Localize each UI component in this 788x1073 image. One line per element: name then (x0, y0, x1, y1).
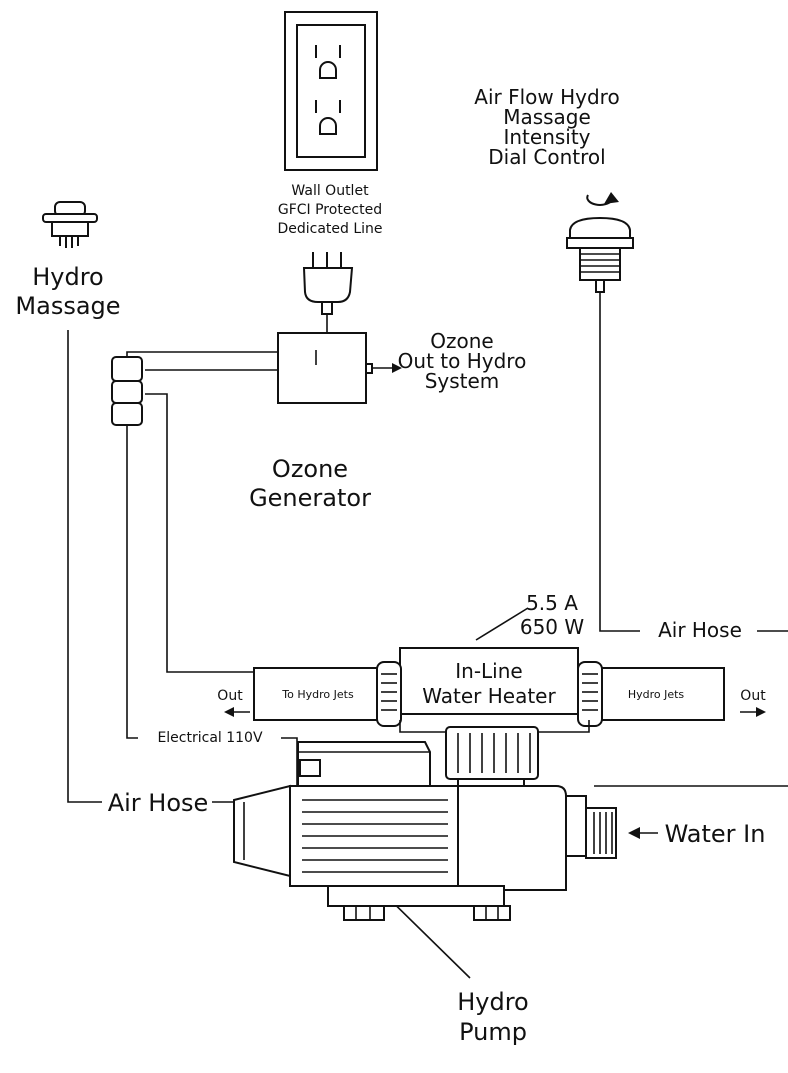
dial-control-label-line-2: Massage (503, 105, 591, 129)
hydro-massage-label-line-1: Hydro (32, 263, 104, 291)
electrical-label: Electrical 110V (157, 730, 263, 746)
clamp-right-icon (577, 661, 603, 727)
ozone-generator-icon (277, 332, 373, 404)
out-left-label: Out (217, 688, 243, 704)
dial-control-label-line-3: Intensity (503, 125, 590, 149)
dial-control-label-line-1: Air Flow Hydro (474, 85, 619, 109)
ozone-out-label: Ozone Out to Hydro System (398, 329, 527, 393)
heater-label-line-1: In-Line (455, 659, 522, 683)
wall-outlet-label-line-3: Dedicated Line (277, 221, 382, 237)
heater-rating-label: 5.5 A 650 W (520, 591, 585, 639)
wall-outlet-label-line-2: GFCI Protected (278, 202, 382, 218)
ozone-out-arrow-icon (372, 363, 402, 373)
plug-icon (302, 252, 354, 315)
heater-rating-label-line-2: 650 W (520, 615, 585, 639)
ozone-out-label-line-2: Out to Hydro (398, 349, 527, 373)
to-hydro-jets-label: To Hydro Jets (281, 688, 354, 701)
hydro-massage-label-line-2: Massage (15, 292, 120, 320)
wall-outlet-label: Wall Outlet GFCI Protected Dedicated Lin… (277, 183, 382, 237)
dial-control-label: Air Flow Hydro Massage Intensity Dial Co… (474, 85, 619, 169)
heater-label-line-2: Water Heater (422, 684, 556, 708)
ozone-generator-label: Ozone Generator (249, 455, 371, 512)
out-left-arrow-icon: Out (217, 688, 250, 717)
water-in-label: Water In (665, 820, 766, 848)
hydro-massage-label: Hydro Massage (15, 263, 120, 320)
hydro-pump-label-line-1: Hydro (457, 988, 529, 1016)
wall-outlet-label-line-1: Wall Outlet (291, 183, 369, 199)
air-hose-right-label: Air Hose (658, 618, 742, 642)
pipe-right: Hydro Jets (588, 667, 725, 721)
ozone-generator-label-line-2: Generator (249, 484, 371, 512)
clamp-left-icon (376, 661, 402, 727)
rotation-arrow-icon (586, 192, 619, 206)
pump-icon (233, 720, 617, 921)
wall-outlet-icon (284, 11, 378, 171)
heater-rating-label-line-1: 5.5 A (526, 591, 578, 615)
hydro-pump-label: Hydro Pump (457, 988, 529, 1046)
pipe-left: To Hydro Jets (253, 667, 395, 721)
hydro-pump-label-line-2: Pump (459, 1018, 527, 1046)
ozone-out-label-line-3: System (425, 369, 500, 393)
dial-control-icon (566, 216, 634, 293)
hydro-jets-label: Hydro Jets (628, 688, 685, 701)
water-in-arrow-icon (628, 827, 658, 839)
dial-control-label-line-4: Dial Control (488, 145, 605, 169)
ozone-out-label-line-1: Ozone (430, 329, 493, 353)
out-right-arrow-icon: Out (740, 688, 766, 717)
heater-icon: In-Line Water Heater (399, 647, 579, 715)
air-button-icon (42, 201, 98, 248)
out-right-label: Out (740, 688, 766, 704)
air-hose-left-label: Air Hose (108, 789, 209, 817)
junction-box-icon (111, 356, 143, 625)
ozone-generator-label-line-1: Ozone (272, 455, 348, 483)
